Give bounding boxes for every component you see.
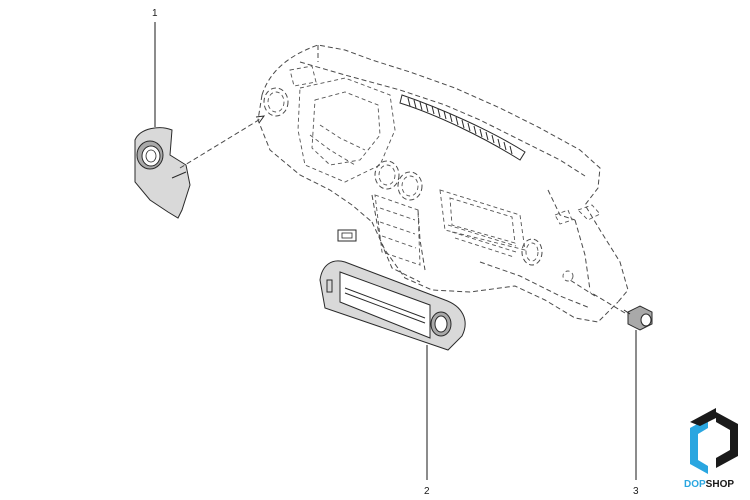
callout-2: 2 [424, 486, 430, 497]
dashboard-outline [257, 44, 629, 323]
dopshop-logo-icon [690, 408, 738, 474]
part-2-label-plate [337, 229, 357, 242]
callout-1: 1 [152, 8, 158, 19]
part-1-left-vent-bezel [134, 127, 191, 219]
leader-lines [154, 22, 637, 480]
defroster-grille [399, 94, 526, 161]
part-2-center-console-trim [319, 260, 466, 351]
part-3-switch [623, 305, 653, 331]
brand-name-part1: DOP [684, 479, 706, 490]
assembly-lines [179, 115, 626, 314]
brand-name-part2: SHOP [706, 479, 735, 490]
brand-name: DOPSHOP [684, 479, 734, 490]
callout-3: 3 [633, 486, 639, 497]
